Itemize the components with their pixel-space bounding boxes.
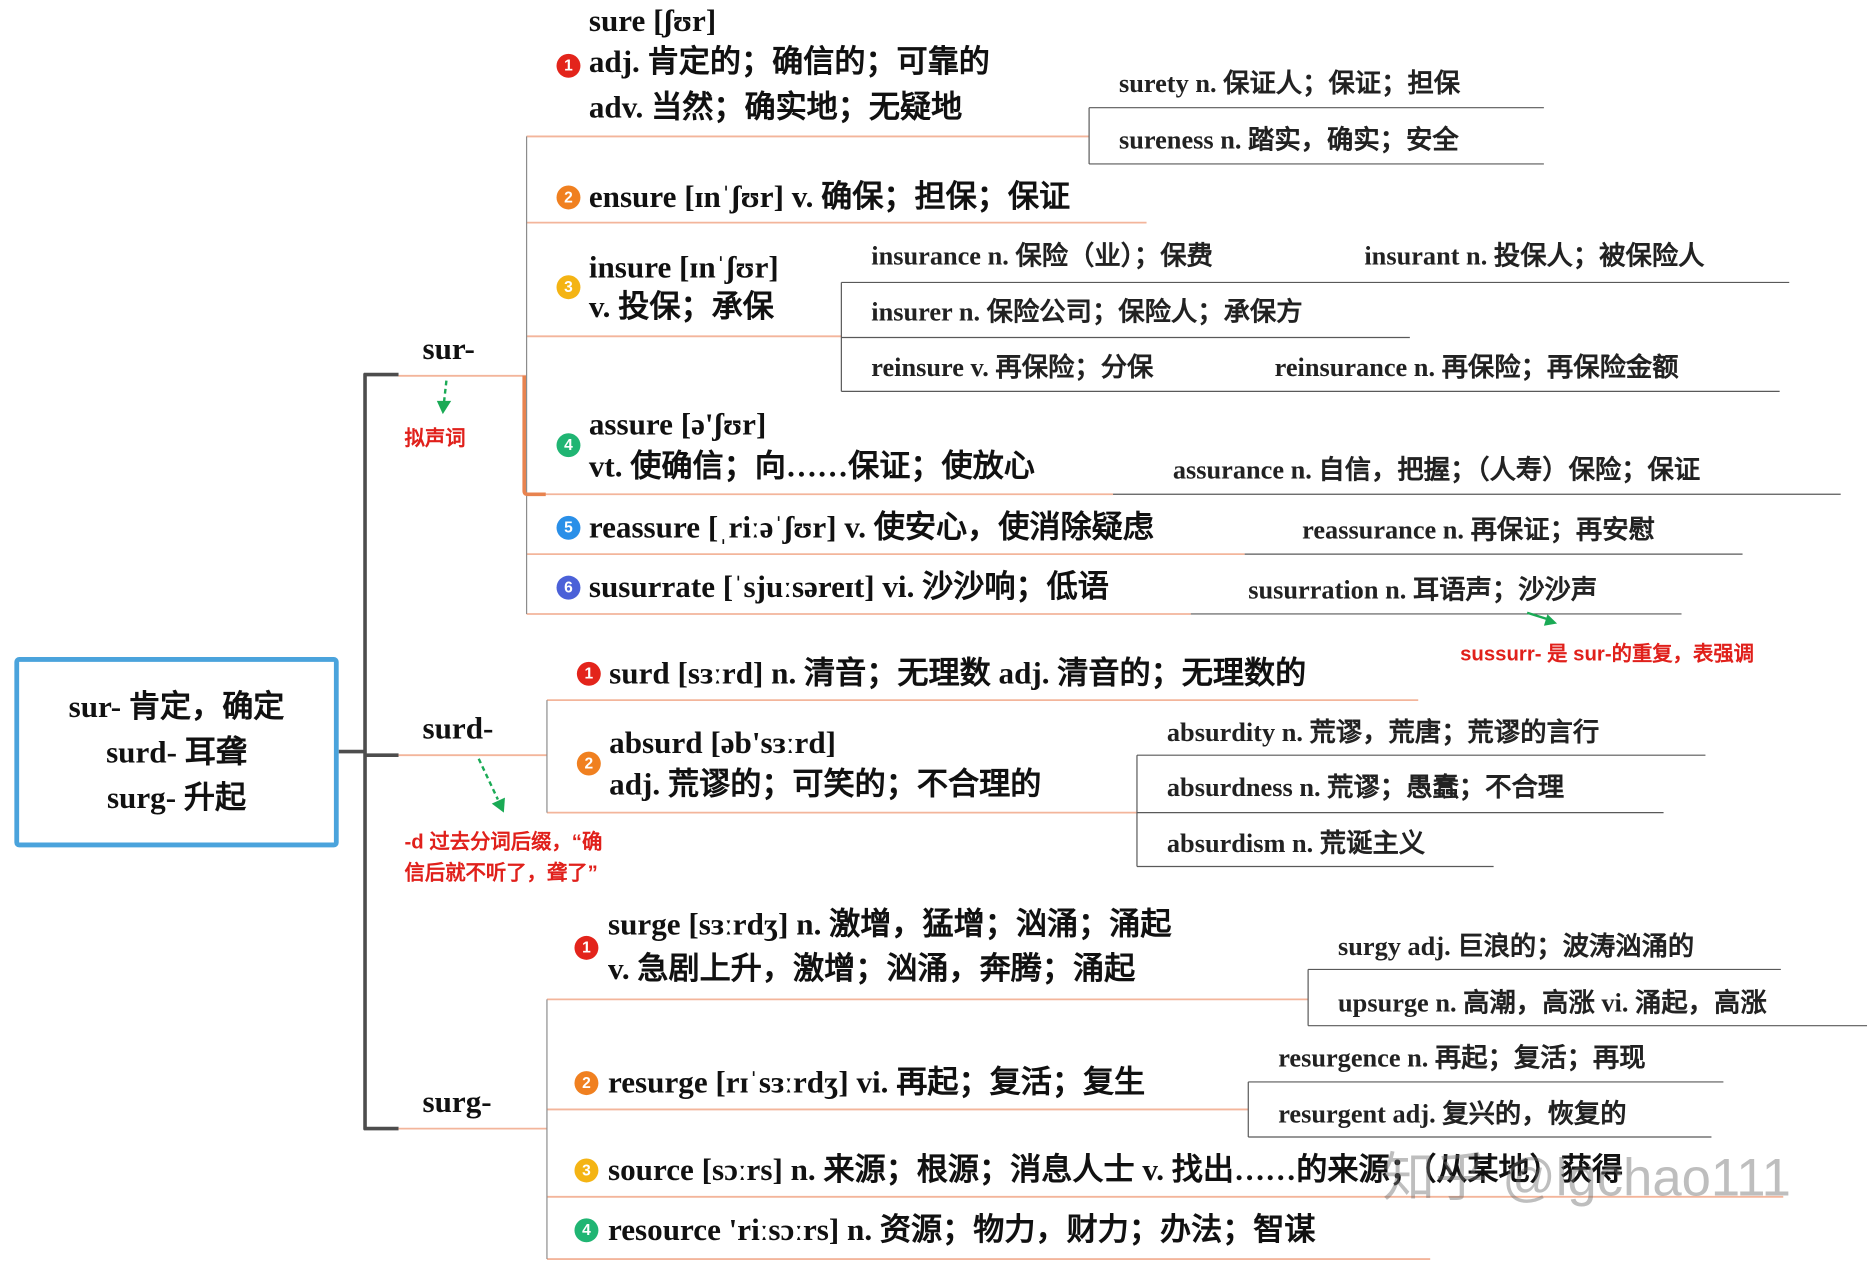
central-topic-line: surd- 耳聋 [106,734,247,769]
number-badge: 2 [556,185,581,210]
arrow-icon [436,380,452,415]
branch-label-surg[interactable]: surg- [422,1084,492,1120]
number-badge: 6 [556,575,581,600]
topic-insure[interactable]: insure [ɪnˈʃʊr] [588,250,779,285]
topic-sure-line[interactable]: adv. 当然；确实地；无疑地 [588,89,963,125]
number-badge: 3 [574,1158,599,1183]
annotation-note: -d 过去分词后缀，“确 [404,830,603,854]
topic-sure-line[interactable]: adj. 肯定的；确信的；可靠的 [588,44,990,79]
topic-source[interactable]: source [sɔːrs] n. 来源；根源；消息人士 v. 找出……的来源；… [607,1152,1624,1188]
number-badge: 1 [556,53,581,78]
number-badge: 1 [574,935,599,960]
central-topic-line: sur- 肯定，确定 [68,688,285,724]
topic-reassure[interactable]: reassure [ˌriːəˈʃʊr] v. 使安心，使消除疑虑 [588,509,1154,545]
subtopic-resurgence[interactable]: resurgence n. 再起；复活；再现 [1278,1042,1646,1073]
arrow-icon [1526,611,1558,626]
subtopic-reinsure[interactable]: reinsure v. 再保险；分保 [871,351,1154,382]
number-badge: 5 [556,515,581,540]
arrow-icon [477,758,505,813]
topic-sure[interactable]: sure [ʃʊr] [588,3,717,39]
subtopic-assurance[interactable]: assurance n. 自信，把握；（人寿）保险；保证 [1172,454,1701,485]
subtopic-resurgent[interactable]: resurgent adj. 复兴的，恢复的 [1278,1098,1627,1129]
topic-underlines [398,135,1784,1260]
annotation-note: 拟声词 [404,427,466,451]
topic-surge-line[interactable]: v. 急剧上升，激增；汹涌，奔腾；涌起 [607,951,1136,987]
number-badge: 4 [574,1218,599,1243]
central-topic[interactable]: sur- 肯定，确定 surd- 耳聋 surg- 升起 [14,657,339,848]
topic-surge[interactable]: surge [sɜːrdʒ] n. 激增，猛增；汹涌；涌起 [607,907,1172,942]
annotation-note: 信后就不听了，聋了” [404,861,598,885]
subtopic-upsurge[interactable]: upsurge n. 高潮，高涨 vi. 涌起，高涨 [1338,987,1767,1018]
subtopic-surety[interactable]: surety n. 保证人；保证；担保 [1119,68,1461,99]
subtopic-insurer[interactable]: insurer n. 保险公司；保险人；承保方 [871,296,1303,327]
topic-surd[interactable]: surd [sɜːrd] n. 清音；无理数 adj. 清音的；无理数的 [609,655,1307,691]
topic-assure-line[interactable]: vt. 使确信；向……保证；使放心 [588,448,1035,484]
annotation-note: sussurr- 是 sur-的重复，表强调 [1460,642,1755,666]
subtopic-reinsurance[interactable]: reinsurance n. 再保险；再保险金额 [1274,351,1679,382]
subtopic-surgy[interactable]: surgy adj. 巨浪的；波涛汹涌的 [1338,931,1695,962]
topic-assure[interactable]: assure [ə'ʃʊr] [588,406,767,442]
subtopic-absurdism[interactable]: absurdism n. 荒诞主义 [1166,828,1426,859]
branch-label-sur[interactable]: sur- [422,331,475,367]
trunk-lines [338,372,399,1131]
topic-absurd[interactable]: absurd [əb'sɜːrd] [609,725,837,760]
central-topic-line: surg- 升起 [106,779,247,815]
topic-ensure[interactable]: ensure [ɪnˈʃʊr] v. 确保；担保；保证 [588,179,1071,215]
subtopic-absurdness[interactable]: absurdness n. 荒谬；愚蠢；不合理 [1166,771,1565,802]
topic-resurge[interactable]: resurge [rɪˈsɜːrdʒ] vi. 再起；复活；复生 [607,1065,1146,1100]
number-badge: 4 [556,433,581,458]
branch-label-surd[interactable]: surd- [422,710,494,746]
topic-resource[interactable]: resource 'riːsɔːrs] n. 资源；物力，财力；办法；智谋 [607,1212,1316,1248]
subtopic-insurance[interactable]: insurance n. 保险（业）；保费 [871,240,1213,271]
topic-brackets [525,136,548,1260]
selection-highlight [522,375,546,497]
subtopic-susurration[interactable]: susurration n. 耳语声；沙沙声 [1248,574,1598,605]
number-badge: 2 [574,1071,599,1096]
number-badge: 3 [556,275,581,300]
subtopic-insurant[interactable]: insurant n. 投保人；被保险人 [1364,240,1705,271]
watermark: 知乎 @lgchao111 [1382,1148,1791,1208]
subtopic-lines [840,107,1868,1138]
subtopic-absurdity[interactable]: absurdity n. 荒谬，荒唐；荒谬的言行 [1166,716,1600,747]
topic-absurd-line[interactable]: adj. 荒谬的；可笑的；不合理的 [609,767,1042,802]
number-badge: 1 [576,661,601,686]
topic-insure-line[interactable]: v. 投保；承保 [588,289,774,325]
number-badge: 2 [576,751,601,776]
subtopic-reassurance[interactable]: reassurance n. 再保证；再安慰 [1302,514,1655,545]
subtopic-sureness[interactable]: sureness n. 踏实，确实；安全 [1119,124,1459,155]
topic-susurrate[interactable]: susurrate [ˈsjuːsəreɪt] vi. 沙沙响；低语 [588,569,1109,605]
